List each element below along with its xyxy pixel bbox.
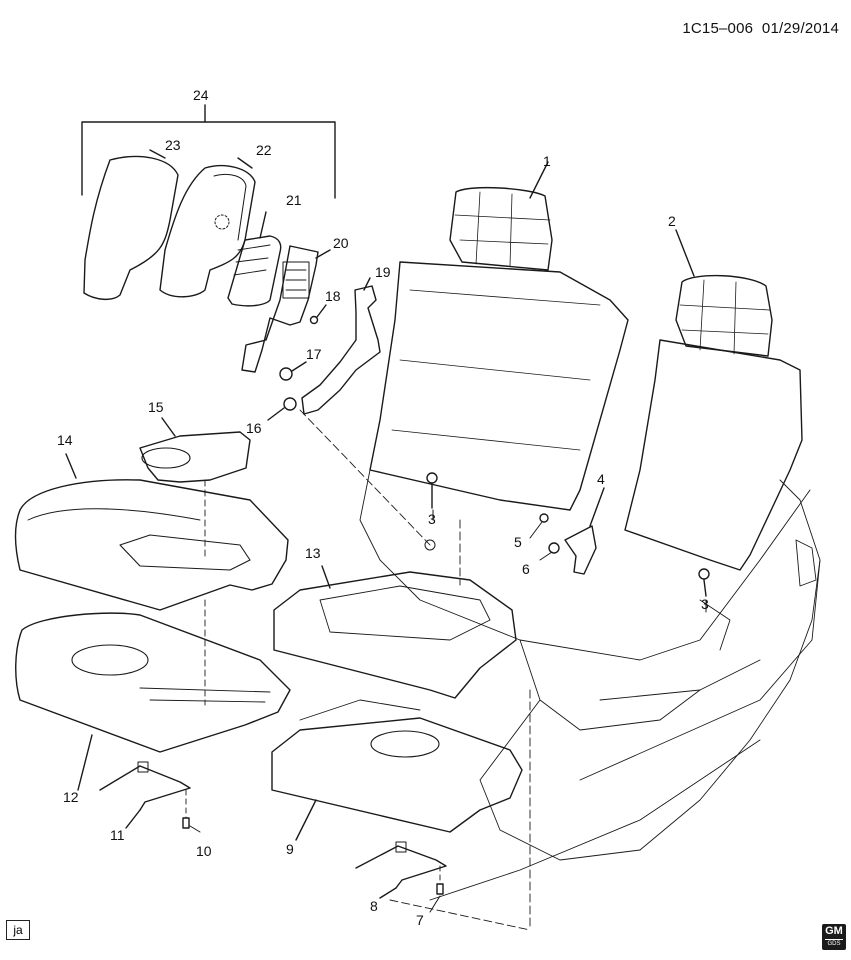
cupholder-shape [227, 235, 282, 307]
callout-13: 13 [305, 545, 321, 561]
diagram-date: 01/29/2014 [761, 20, 839, 37]
callout-14: 14 [57, 432, 73, 448]
leader-1 [529, 161, 549, 199]
bolt-17-shape [279, 367, 293, 381]
leader-20 [315, 249, 331, 259]
headrest-right-shape [675, 274, 773, 357]
cushion-frame-right-shape [271, 717, 523, 833]
cushion-cover-right-shape [273, 571, 517, 699]
wire-8-shape [355, 845, 447, 889]
callout-15: 15 [148, 399, 164, 415]
seatback-left-shape [369, 261, 629, 511]
leader-14 [65, 453, 77, 479]
callout-leaders [189, 509, 707, 913]
callout-9: 9 [286, 841, 294, 857]
callout-21: 21 [286, 192, 302, 208]
wire-11-shape [99, 765, 191, 811]
leader-15 [161, 417, 176, 437]
callout-24: 24 [193, 87, 209, 103]
leader-12 [77, 734, 93, 791]
armrest-cover-shape [83, 155, 179, 300]
illustrator-badge: ja [6, 920, 30, 940]
cushion-frame-left-shape [15, 612, 291, 753]
bolt-16-shape [283, 397, 297, 411]
gm-logo: GM GDS [822, 924, 846, 950]
callout-23: 23 [165, 137, 181, 153]
group-bracket-24 [81, 104, 336, 199]
bolt-10-shape [182, 817, 190, 829]
diagram-header: 1C15–006 01/29/2014 [682, 20, 839, 37]
callout-20: 20 [333, 235, 349, 251]
callout-10: 10 [196, 843, 212, 859]
callout-8: 8 [370, 898, 378, 914]
gm-logo-subtext: GDS [825, 939, 843, 948]
callout-3-right: 3 [701, 596, 709, 612]
bolt-3a-shape [426, 472, 438, 484]
callout-6: 6 [522, 561, 530, 577]
seatback-right-shape [624, 339, 803, 571]
callout-18: 18 [325, 288, 341, 304]
bolt-7-shape [436, 883, 444, 895]
cushion-cover-left-shape [14, 479, 289, 611]
callout-16: 16 [246, 420, 262, 436]
headrest-left-shape [449, 186, 553, 271]
floor-pan-shape [299, 469, 821, 931]
callout-3-left: 3 [428, 511, 436, 527]
callout-4: 4 [597, 471, 605, 487]
armrest-pad-shape [159, 164, 256, 298]
hinge-4-shape [564, 525, 597, 575]
leader-13 [321, 565, 331, 589]
nut-18-shape [309, 315, 319, 325]
callout-1: 1 [543, 153, 551, 169]
bolt-3b-shape [698, 568, 710, 580]
leader-21 [259, 211, 267, 239]
diagram-id: 1C15–006 [682, 20, 754, 37]
leader-23 [149, 149, 166, 159]
gm-logo-text: GM [825, 925, 843, 937]
callout-7: 7 [416, 912, 424, 928]
callout-11: 11 [110, 827, 125, 843]
bushing-5-shape [539, 513, 549, 523]
leader-19 [363, 277, 371, 291]
bracket-shape [301, 285, 381, 415]
callout-12: 12 [63, 789, 79, 805]
leader-2 [675, 229, 695, 277]
callout-22: 22 [256, 142, 272, 158]
console-bin-shape [139, 431, 251, 483]
bolt-6-shape [548, 542, 560, 554]
leader-22 [237, 157, 253, 169]
callout-5: 5 [514, 534, 522, 550]
leader-9 [295, 799, 317, 841]
callout-19: 19 [375, 264, 391, 280]
armrest-frame-shape [241, 245, 319, 373]
callout-17: 17 [306, 346, 322, 362]
callout-2: 2 [668, 213, 676, 229]
